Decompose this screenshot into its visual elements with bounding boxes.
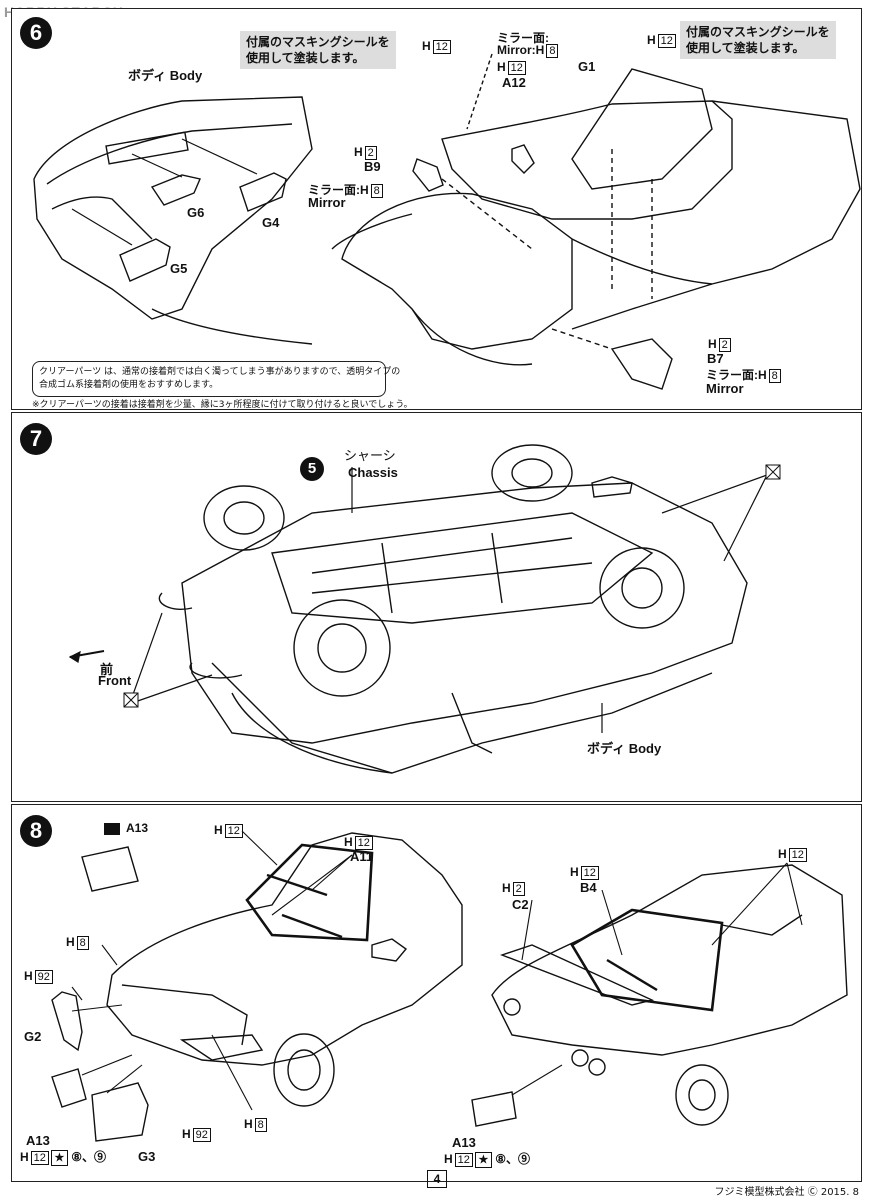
part-g2: G2	[24, 1029, 42, 1044]
front-en: Front	[98, 673, 132, 688]
step-8-illustration	[51, 830, 848, 1142]
part-b7: B7	[707, 351, 724, 366]
step-number: 8	[20, 815, 52, 847]
front-jp: 前	[100, 662, 114, 677]
step-number: 6	[20, 17, 52, 49]
chassis-en: Chassis	[348, 465, 398, 480]
part-a11: A11	[350, 849, 374, 864]
part-b9: B9	[364, 159, 381, 174]
step-7-illustration	[68, 444, 781, 774]
step-6-panel: 6 付属のマスキングシールを 使用して塗装します。 付属のマスキングシールを 使…	[11, 8, 862, 410]
part-g3: G3	[138, 1149, 156, 1164]
mirror-face-top: ミラー面:	[497, 31, 549, 45]
part-a12: A12	[502, 75, 526, 90]
clear-part-icon	[104, 822, 120, 835]
step-6-illustration	[33, 53, 861, 390]
part-g5: G5	[170, 261, 188, 276]
step-number: 7	[20, 423, 52, 455]
sub-step-ref: 5	[300, 457, 324, 481]
chassis-jp: シャーシ	[344, 448, 396, 463]
step-7-panel: 7 5 シャーシ Chassis 前 Front ボディ Body	[11, 412, 862, 802]
maker-credit: フジミ模型株式会社 Ⓒ 2015. 8	[714, 1187, 859, 1198]
clear-parts-note: クリアーパーツ は、通常の接着剤では白く濁ってしまう事がありますので、透明タイプ…	[32, 361, 400, 397]
masking-note-left: 付属のマスキングシールを 使用して塗装します。	[240, 31, 396, 69]
mirror-left-word: Mirror	[308, 195, 346, 210]
mirror-right-word: Mirror	[706, 381, 744, 396]
body-label: ボディ Body	[128, 68, 203, 83]
part-a13-br: A13	[452, 1135, 476, 1150]
part-g6: G6	[187, 205, 205, 220]
part-g1: G1	[578, 59, 596, 74]
clear-parts-footnote: ※クリアーパーツの接着は接着剤を少量、縁に3ヶ所程度に付けて取り付けると良いでし…	[32, 400, 413, 410]
body-label: ボディ Body	[587, 741, 662, 756]
part-g4: G4	[262, 215, 280, 230]
masking-note-right: 付属のマスキングシールを 使用して塗装します。	[680, 21, 836, 59]
page-number: 4	[427, 1170, 447, 1188]
part-a13-bl: A13	[26, 1133, 50, 1148]
part-c2: C2	[512, 897, 529, 912]
part-a13-top: A13	[104, 821, 148, 835]
part-b4: B4	[580, 880, 597, 895]
